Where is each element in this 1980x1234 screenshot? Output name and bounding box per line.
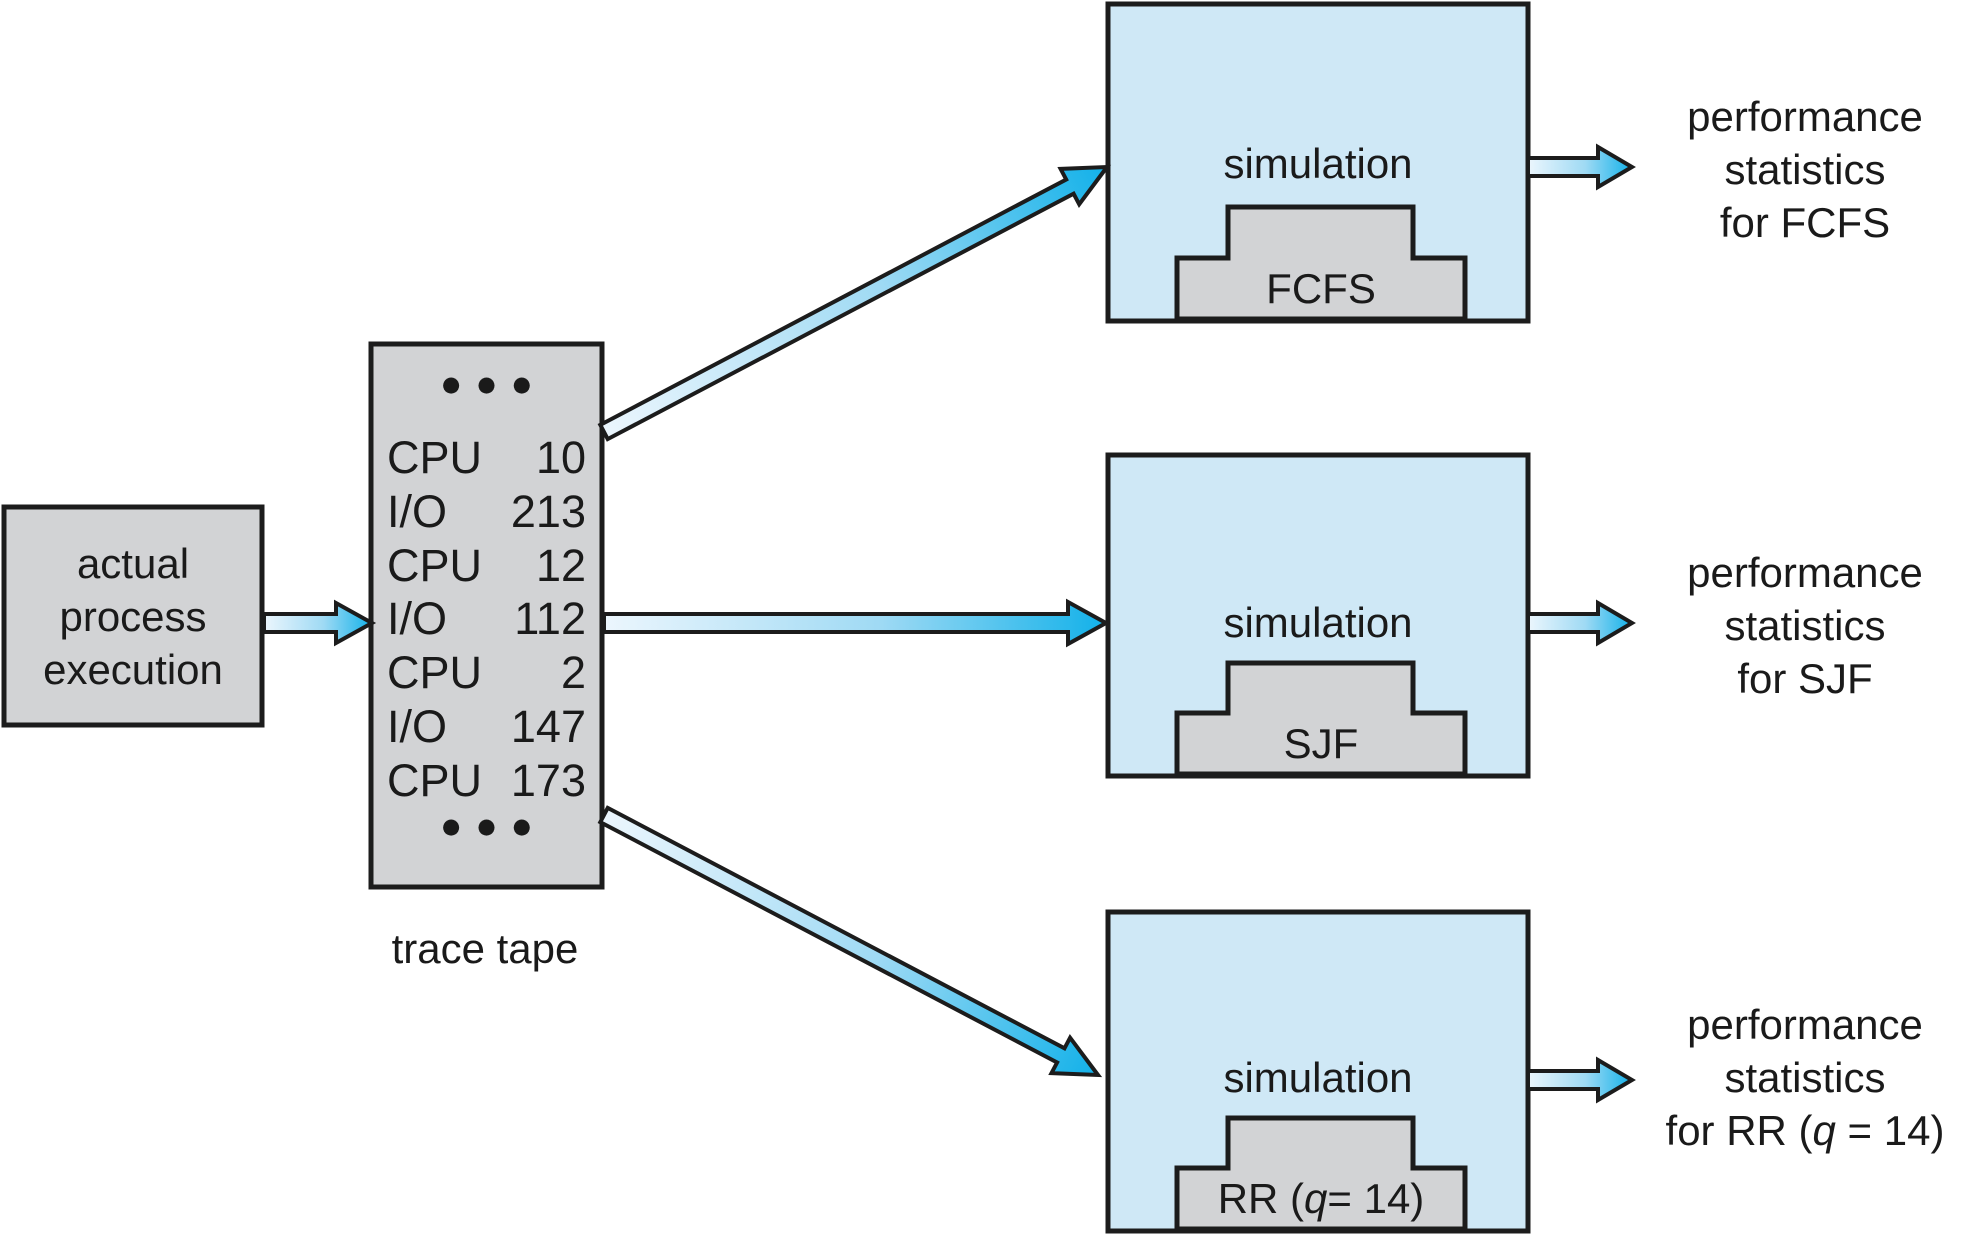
rr-plug-shape [1174, 1115, 1468, 1232]
stats-line: performance [1687, 93, 1923, 140]
algo-text: RR ( [1217, 1174, 1305, 1222]
arrow-tape-to-fcfs [597, 164, 1112, 442]
tape-row-label: CPU [387, 432, 483, 483]
tape-row: I/O 112 [371, 592, 602, 646]
tape-row-label: CPU [387, 755, 483, 806]
actual-process-line: actual [76, 539, 190, 587]
stats-line: for RR (q = 14) [1665, 1107, 1945, 1154]
stats-line: statistics [1724, 602, 1886, 649]
algo-q-var: q [1304, 1174, 1328, 1222]
tape-row: I/O 147 [371, 700, 602, 754]
tape-row: CPU 10 [371, 431, 602, 485]
arrow-rr-to-stats [1526, 1056, 1636, 1104]
stats-line: for SJF [1737, 655, 1873, 702]
tape-row: CPU 12 [371, 539, 602, 593]
tape-row-label: CPU [387, 647, 483, 698]
tape-row-value: 173 [510, 755, 586, 806]
algo-text: = 14) [1327, 1174, 1425, 1222]
actual-process-box [1, 504, 265, 728]
tape-row-value: 2 [560, 647, 586, 698]
stats-line: statistics [1724, 1054, 1886, 1101]
ellipsis-icon: ●●● [442, 372, 548, 396]
tape-row-value: 112 [514, 593, 586, 644]
tape-row: CPU 2 [371, 646, 602, 700]
stats-block-rr: performance statistics for RR (q = 14) [1625, 998, 1980, 1157]
tape-row-value: 10 [535, 432, 586, 483]
sjf-plug-label: SJF [1177, 715, 1465, 771]
stats-block-sjf: performance statistics for SJF [1625, 546, 1980, 705]
stats-line: for FCFS [1719, 199, 1891, 246]
fcfs-plug-shape [1174, 204, 1468, 322]
stats-line: statistics [1724, 146, 1886, 193]
trace-tape-box [368, 341, 605, 890]
tape-row-value: 12 [535, 540, 586, 591]
arrow-tape-to-sjf [602, 598, 1111, 648]
arrow-fcfs-to-stats [1526, 143, 1636, 191]
arrow-sjf-to-stats [1526, 599, 1636, 647]
tape-row: CPU 173 [371, 754, 602, 808]
stats-block-fcfs: performance statistics for FCFS [1625, 90, 1980, 249]
tape-row-label: I/O [387, 593, 448, 644]
simulation-title-sjf: simulation [1223, 599, 1413, 646]
stats-line: performance [1687, 549, 1923, 596]
stats-line: performance [1687, 1001, 1923, 1048]
rr-plug-label: RR (q = 14) [1177, 1170, 1465, 1226]
actual-process-label: actual process execution [4, 507, 262, 725]
ellipsis-icon: ●●● [442, 814, 548, 838]
tape-row-value: 147 [510, 701, 586, 752]
algo-text: FCFS [1266, 264, 1376, 312]
algo-text: SJF [1283, 719, 1359, 767]
simulation-title-rr: simulation [1223, 1054, 1413, 1101]
simulation-title-fcfs: simulation [1223, 140, 1413, 187]
sjf-plug-shape [1174, 660, 1468, 777]
fcfs-plug-label: FCFS [1177, 260, 1465, 316]
tape-row-label: CPU [387, 540, 483, 591]
arrow-tape-to-rr [597, 805, 1103, 1078]
actual-process-line: execution [43, 645, 223, 693]
tape-row-value: 213 [510, 486, 586, 537]
actual-process-line: process [59, 592, 207, 640]
arrow-process-to-tape [262, 599, 377, 647]
trace-tape-content: ●●● CPU 10 I/O 213 CPU 12 I/O 112 CPU 2 I/O 14… [371, 344, 602, 887]
tape-row-label: I/O [387, 486, 448, 537]
trace-tape-caption: trace tape [391, 925, 579, 972]
tape-row: I/O 213 [371, 485, 602, 539]
tape-row-label: I/O [387, 701, 448, 752]
